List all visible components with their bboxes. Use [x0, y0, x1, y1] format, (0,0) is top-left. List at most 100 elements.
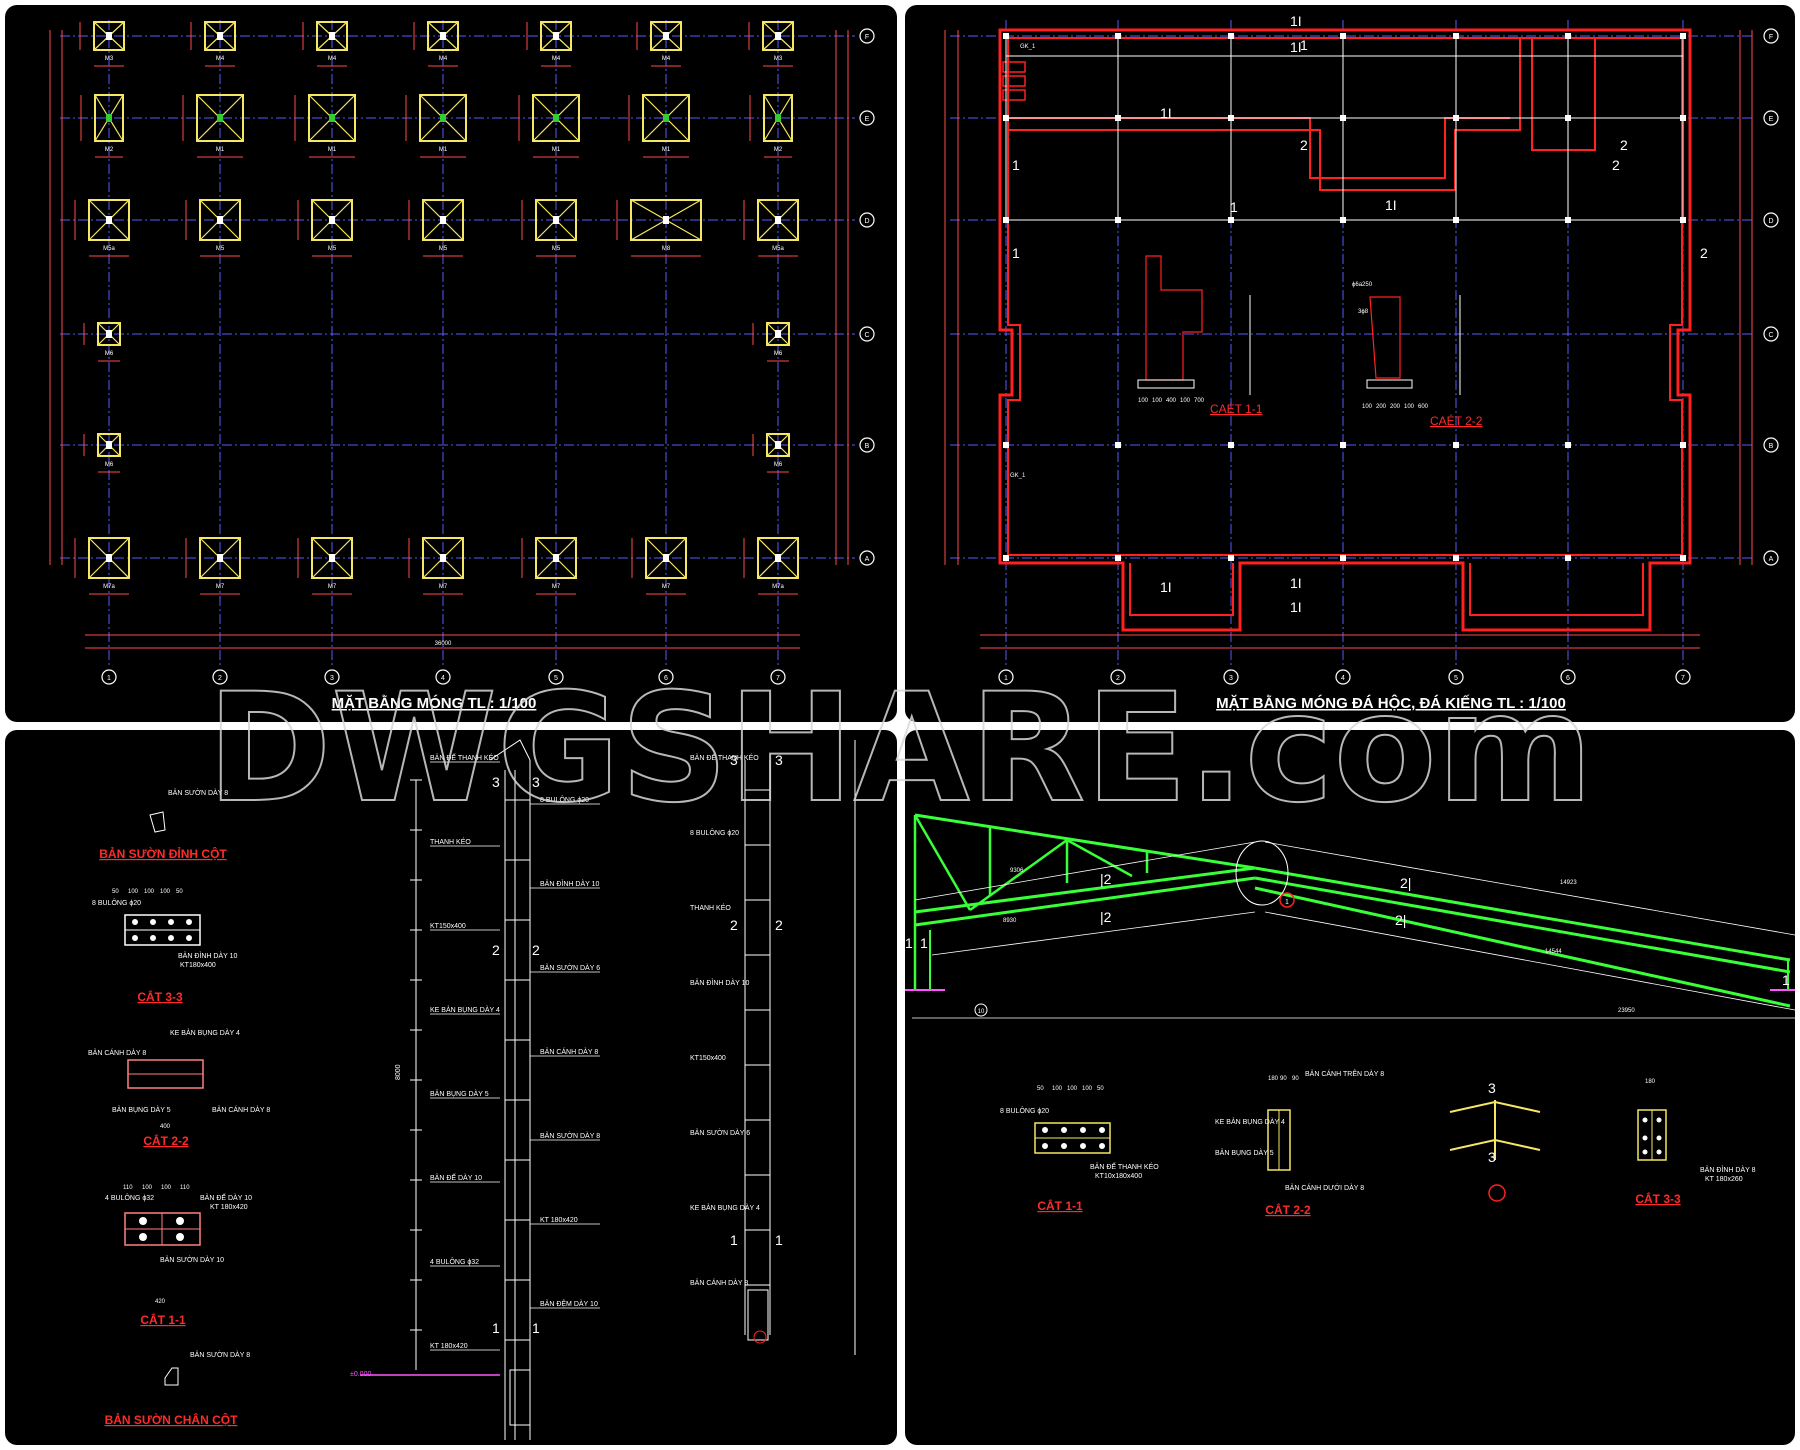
- member-mark: |2: [1100, 871, 1112, 887]
- column-node: [1565, 442, 1571, 448]
- bolt: [132, 935, 138, 941]
- column-node: [1003, 33, 1009, 39]
- truss-section-1-1-dimension: 100: [1082, 1086, 1093, 1092]
- stone-wall-outer: [998, 28, 1692, 632]
- grid-column-3-bubble: [1223, 669, 1239, 685]
- elevation-callout: KE BẢN BỤNG DÀY 4: [690, 1203, 760, 1212]
- grid-column-5-label: 5: [554, 675, 558, 682]
- section-2-dimension: 100: [1362, 404, 1373, 410]
- footing-m4: M4: [413, 21, 459, 67]
- footing-m4: M4: [190, 21, 236, 67]
- footing-m7a: M7a: [743, 537, 799, 595]
- section-mark: 2: [775, 917, 783, 933]
- column-node: [1340, 442, 1346, 448]
- wall-mark: 1I: [1290, 599, 1302, 615]
- column-stub: [440, 114, 446, 122]
- footing-outline: [199, 199, 241, 241]
- section-1-1-dimension: 110: [123, 1185, 133, 1191]
- truss-dimension: 14544: [1545, 949, 1562, 955]
- bolt: [139, 1233, 147, 1241]
- grid-row-E-bubble: [1763, 110, 1779, 126]
- top-rib-label: BẢN SƯỜN DÀY 8: [168, 788, 228, 797]
- truss-section-2-2-label-4: BẢN CÁNH DƯỚI DÀY 8: [1285, 1183, 1364, 1192]
- footing-m5: M5: [297, 199, 353, 257]
- grid-row-E-bubble: [859, 110, 875, 126]
- footing-outline: [311, 199, 353, 241]
- column-node: [1115, 115, 1121, 121]
- footing-outline: [97, 433, 121, 457]
- wall-mark: 2: [1300, 137, 1308, 153]
- footing-outline: [199, 537, 241, 579]
- footing-outline: [422, 537, 464, 579]
- footing-label: M4: [662, 56, 671, 62]
- grid-row-C-label: C: [1768, 332, 1773, 339]
- section-1-1-rib: BẢN SƯỜN DÀY 10: [160, 1255, 224, 1264]
- panel-stone-foundation-plan: [905, 5, 1795, 722]
- footing-m2: M2: [749, 94, 793, 158]
- footing-label: M5: [552, 246, 561, 252]
- stone-foundation-plan-title: MẶT BẰNG MÓNG ĐÁ HỘC, ĐÁ KIẾNG TL : 1/10…: [1216, 694, 1566, 712]
- column-stub: [217, 32, 223, 40]
- wall-mark: 1I: [1290, 39, 1302, 55]
- elevation-height: 8000: [395, 1064, 402, 1080]
- section-2-wall: [1369, 296, 1401, 379]
- grid-column-7-label: 7: [776, 675, 780, 682]
- footing-m5: M5: [408, 199, 464, 257]
- section-1-1-dimension: 100: [161, 1185, 172, 1191]
- elevation-callout: BẢN SƯỜN DÀY 6: [690, 1128, 750, 1137]
- grid-column-2-label: 2: [1116, 675, 1120, 682]
- truss-web: [1066, 838, 1133, 878]
- section-2-dimension: 200: [1376, 404, 1387, 410]
- column-stub: [329, 32, 335, 40]
- grid-column-3-bubble: [324, 669, 340, 685]
- grid-row-F-bubble: [1763, 28, 1779, 44]
- wall-mark: 2: [1620, 137, 1628, 153]
- section-2-2-dimension: 400: [160, 1124, 171, 1130]
- section-2-2-label-3: BẢN BỤNG DÀY 5: [112, 1105, 171, 1114]
- footing-outline: [540, 21, 572, 51]
- grid-column-6-bubble: [658, 669, 674, 685]
- section-3-3-dimension: 100: [144, 889, 155, 895]
- footing-label: M5a: [103, 246, 115, 252]
- elevation-callout: KE BẢN BỤNG DÀY 4: [430, 1005, 500, 1014]
- elevation-callout: BẢN SƯỜN DÀY 8: [540, 1131, 600, 1140]
- column-stub: [553, 114, 559, 122]
- grid-column-1-bubble: [998, 669, 1014, 685]
- grid-column-5-bubble: [1448, 669, 1464, 685]
- footing-outline: [757, 537, 799, 579]
- truss-section-1-1-plate-size: KT10x180x400: [1095, 1173, 1142, 1180]
- watermark-logo: DWGSHARE.com: [207, 662, 1593, 836]
- bolt: [1642, 1149, 1648, 1155]
- grid-column-1-label: 1: [1004, 675, 1008, 682]
- grid-row-B-bubble: [1763, 437, 1779, 453]
- column-stub: [553, 554, 559, 562]
- column-stub: [775, 216, 781, 224]
- dimension-line: [1264, 841, 1796, 936]
- truss-dimension: 23950: [1618, 1008, 1635, 1014]
- column-node: [1340, 33, 1346, 39]
- truss-chord: [1254, 886, 1791, 1008]
- column-node: [1565, 217, 1571, 223]
- column-node: [1003, 217, 1009, 223]
- elevation-callout: KT 180x420: [540, 1217, 578, 1224]
- elevation-callout: BẢN SƯỜN DÀY 6: [540, 963, 600, 972]
- base-plate: [509, 1369, 531, 1426]
- interior-wall: [1008, 38, 1521, 191]
- footing-outline: [94, 94, 124, 142]
- footing-m6: M6: [752, 322, 790, 362]
- footing-label: M7: [439, 584, 448, 590]
- footing-m2: M2: [80, 94, 124, 158]
- column-node: [1003, 115, 1009, 121]
- footing-label: M6: [105, 462, 114, 468]
- section-1-dimension: 400: [1166, 398, 1177, 404]
- footing-outline: [766, 322, 790, 346]
- footing-outline: [645, 537, 687, 579]
- column-stub: [217, 114, 223, 122]
- truss-section-1-1-dimension: 50: [1037, 1086, 1044, 1092]
- wall-mark: 1: [1012, 245, 1020, 261]
- grid-column-6-bubble: [1560, 669, 1576, 685]
- footing-label: M7a: [772, 584, 784, 590]
- bolt: [1042, 1143, 1048, 1149]
- footing-label: M2: [105, 147, 114, 153]
